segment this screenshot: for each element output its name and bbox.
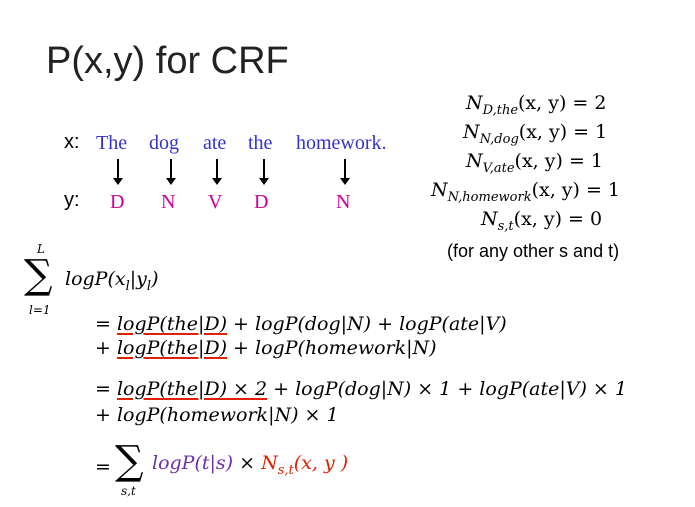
x-label: x: bbox=[64, 131, 80, 153]
word-ate: ate bbox=[203, 132, 227, 154]
arrow-down-icon bbox=[166, 159, 176, 185]
equation-line-3: = logP(the|D) × 2 + logP(dog|N) × 1 + lo… bbox=[95, 378, 627, 400]
counts-note: (for any other s and t) bbox=[447, 241, 620, 261]
word-homework: homework. bbox=[296, 132, 387, 154]
y-label: y: bbox=[64, 189, 80, 211]
sigma-icon: ∑ bbox=[115, 438, 144, 484]
count-row: NV,ate(x, y) = 1 bbox=[466, 150, 603, 176]
tag-v: V bbox=[208, 191, 223, 213]
count-row: NN,dog(x, y) = 1 bbox=[463, 121, 608, 147]
word-the: The bbox=[96, 132, 128, 154]
arrow-down-icon bbox=[259, 159, 269, 185]
final-sum-lower-limit: s,t bbox=[121, 484, 136, 498]
tag-n: N bbox=[161, 191, 176, 213]
sigma-icon: ∑ bbox=[24, 252, 53, 298]
count-row: NN,homework(x, y) = 1 bbox=[431, 179, 621, 205]
tag-d: D bbox=[110, 191, 125, 213]
arrow-down-icon bbox=[113, 159, 123, 185]
sum-upper-limit: L bbox=[37, 242, 45, 256]
tag-d-2: D bbox=[254, 191, 269, 213]
count-row: Ns,t(x, y) = 0 bbox=[481, 208, 603, 234]
tag-n-2: N bbox=[336, 191, 351, 213]
count-row: ND,the(x, y) = 2 bbox=[466, 92, 607, 118]
sum-expression: logP(xl|yl) bbox=[65, 268, 159, 294]
word-dog: dog bbox=[149, 132, 179, 154]
arrow-down-icon bbox=[212, 159, 222, 185]
equation-line-2: + logP(the|D) + logP(homework|N) bbox=[95, 337, 437, 359]
equation-line-4: + logP(homework|N) × 1 bbox=[95, 404, 339, 426]
final-equals: = bbox=[95, 456, 111, 478]
final-expression: logP(t|s) × Ns,t(x, y ) bbox=[152, 452, 349, 478]
arrow-down-icon bbox=[340, 159, 350, 185]
page-title: P(x,y) for CRF bbox=[46, 40, 289, 82]
word-the-2: the bbox=[248, 132, 273, 154]
sum-lower-limit: l=1 bbox=[29, 303, 51, 317]
equation-line-1: = logP(the|D) + logP(dog|N) + logP(ate|V… bbox=[95, 313, 507, 335]
